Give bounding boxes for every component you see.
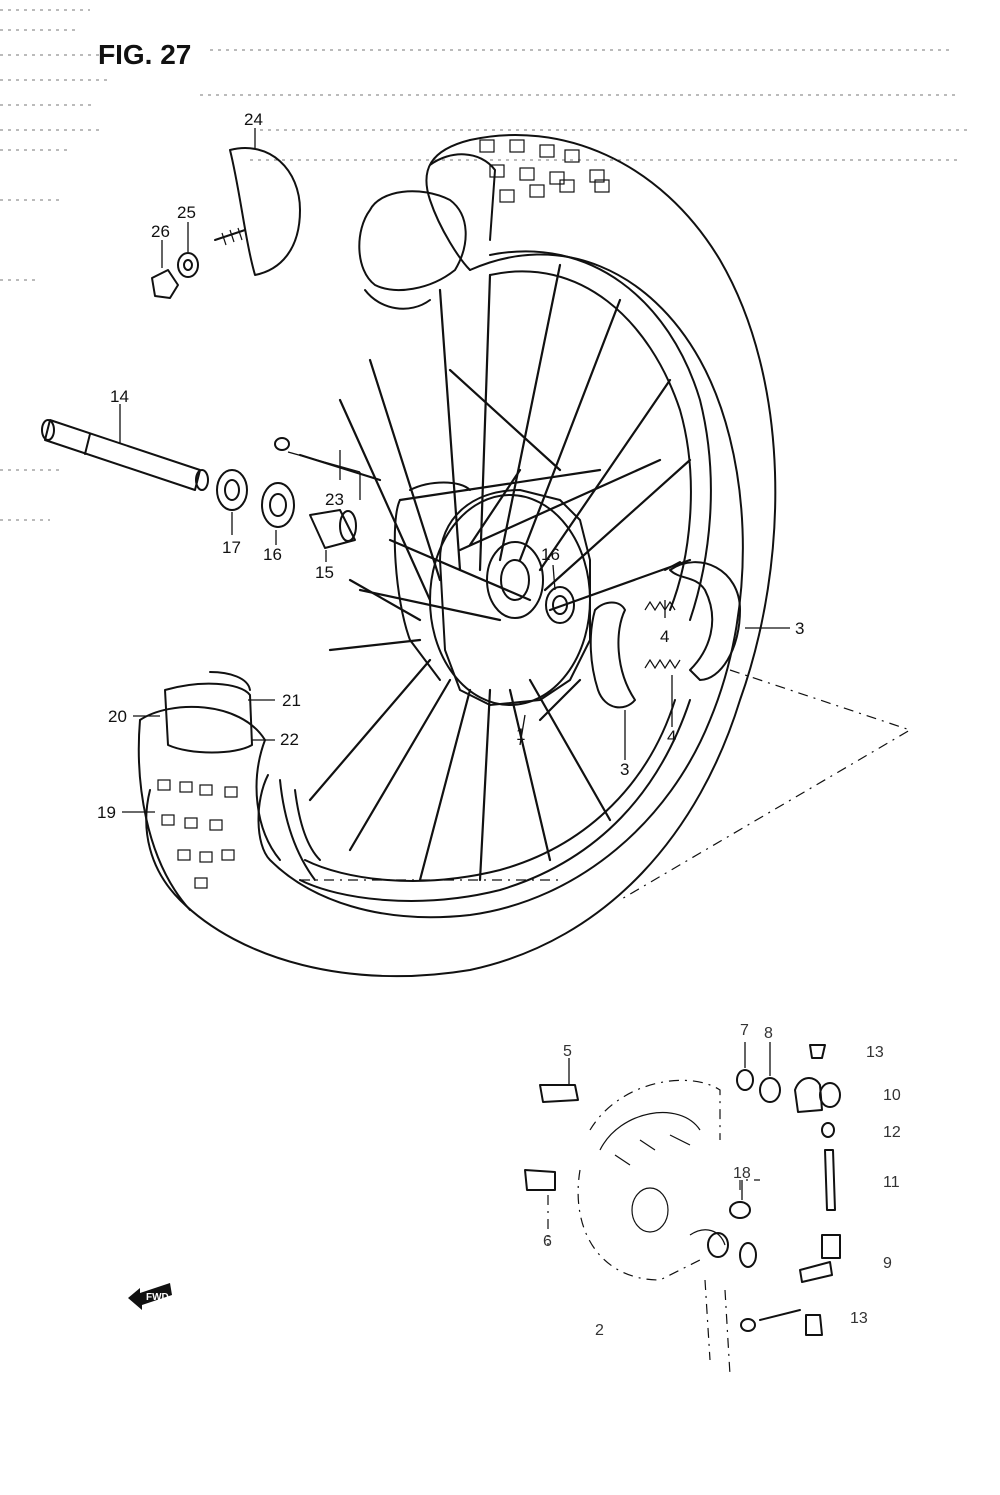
callout-13: 13 [866, 1044, 884, 1061]
brake-shoe-lower [589, 601, 636, 709]
fwd-label: FWD [146, 1292, 169, 1303]
callout-4-upper: 4 [660, 627, 669, 646]
callout-6: 6 [543, 1233, 552, 1250]
callout-3-upper: 3 [795, 619, 804, 638]
callout-19: 19 [97, 803, 116, 822]
spacer [309, 509, 357, 549]
callout-5: 5 [563, 1043, 572, 1060]
valve-washer [177, 252, 199, 278]
hub-bearing-right [545, 586, 575, 624]
brake-panel [577, 1079, 726, 1281]
callout-21: 21 [282, 691, 301, 710]
callout-7: 7 [740, 1022, 749, 1039]
callout-23: 23 [325, 490, 344, 509]
callout-9: 9 [883, 1255, 892, 1272]
callout-20: 20 [108, 707, 127, 726]
callout-14: 14 [110, 387, 129, 406]
inner-tube-top [358, 153, 496, 310]
callout-3-lower: 3 [620, 760, 629, 779]
spoke-nipple [274, 437, 382, 482]
callout-15: 15 [315, 563, 334, 582]
callout-13-lower: 13 [850, 1310, 868, 1327]
tire-section-lower [137, 705, 281, 911]
callout-24: 24 [244, 110, 263, 129]
callout-18: 18 [733, 1165, 751, 1182]
fwd-arrow: FWD [128, 1283, 172, 1310]
rim-band [214, 147, 301, 276]
callout-10: 10 [883, 1087, 901, 1104]
brake-shoe-upper [664, 561, 741, 681]
callout-16-left: 16 [263, 545, 282, 564]
rim-tape [164, 671, 253, 754]
callout-4-lower: 4 [667, 727, 676, 746]
axle-nut [216, 469, 248, 511]
callout-26: 26 [151, 222, 170, 241]
scan-noise [0, 9, 970, 521]
bearing-left [261, 482, 295, 528]
hub [393, 481, 591, 706]
callout-25: 25 [177, 203, 196, 222]
rim [279, 250, 712, 902]
spokes [308, 263, 692, 882]
axle [41, 419, 209, 491]
callout-17: 17 [222, 538, 241, 557]
assembly-lines [300, 669, 912, 901]
leader-lines [119, 128, 790, 1200]
callout-2: 2 [595, 1322, 604, 1339]
callout-16-right: 16 [541, 545, 560, 564]
valve-nut [151, 269, 179, 299]
callout-8: 8 [764, 1025, 773, 1042]
tire [145, 134, 777, 978]
figure-title: FIG. 27 [98, 39, 191, 70]
brake-springs [644, 600, 681, 670]
callout-12: 12 [883, 1124, 901, 1141]
callouts: 24 25 26 14 23 17 16 15 16 3 4 4 21 20 2… [97, 110, 901, 1339]
brake-cam-parts [524, 1044, 841, 1376]
callout-1: 1 [516, 725, 525, 744]
callout-22: 22 [280, 730, 299, 749]
callout-11: 11 [883, 1174, 900, 1191]
